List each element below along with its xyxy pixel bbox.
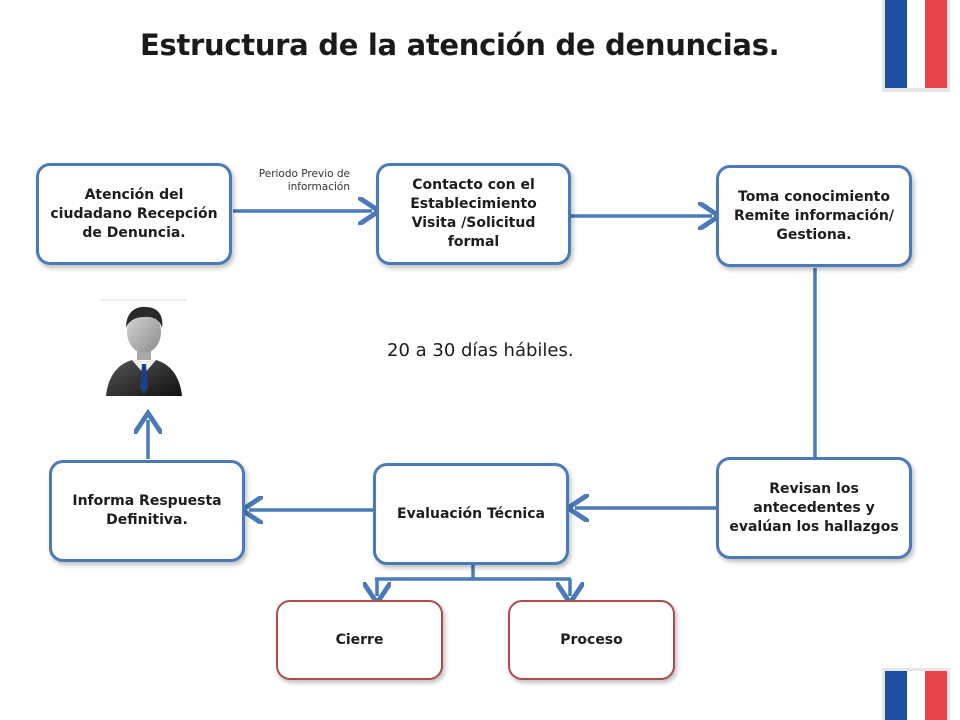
box-cierre: Cierre	[276, 600, 443, 680]
box-proceso: Proceso	[508, 600, 675, 680]
box-informa-respuesta: Informa Respuesta Definitiva.	[49, 460, 245, 562]
box-toma-conocimiento: Toma conocimiento Remite información/ Ge…	[716, 165, 912, 267]
chile-flag-icon	[882, 0, 950, 92]
box-contacto-establecimiento: Contacto con el Establecimiento Visita /…	[376, 163, 571, 265]
period-note: Periodo Previo de información	[258, 168, 350, 193]
citizen-avatar-icon	[100, 299, 186, 396]
period-duration: 20 a 30 días hábiles.	[387, 340, 574, 361]
box-evaluacion-tecnica: Evaluación Técnica	[373, 463, 569, 565]
chile-flag-icon	[882, 668, 950, 720]
box-revisan-antecedentes: Revisan los antecedentes y evalúan los h…	[716, 457, 912, 559]
page-title: Estructura de la atención de denuncias.	[140, 28, 780, 62]
box-atencion-ciudadano: Atención del ciudadano Recepción de Denu…	[36, 163, 232, 265]
